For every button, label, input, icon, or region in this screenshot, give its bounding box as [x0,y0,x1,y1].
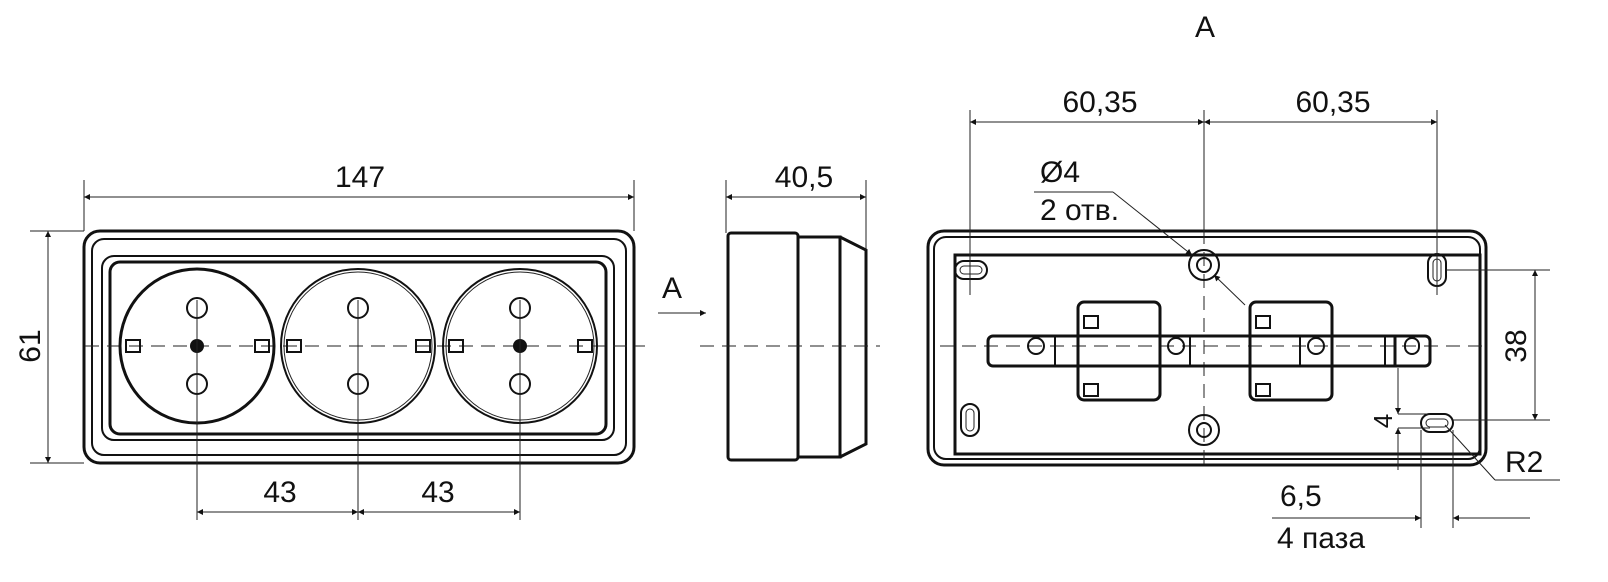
width-dimension: 147 [335,161,385,194]
back-view: A 60,35 60,35 Ø4 2 отв. [926,11,1560,555]
slot-spacing-dimension: 38 [1500,329,1533,362]
slot-width-dimension: 4 [1368,414,1398,428]
depth-dimension: 40,5 [775,161,833,194]
hole-diameter-label: Ø4 [1040,156,1080,189]
view-arrow-label: A [662,272,682,305]
slot-count-label: 4 паза [1277,522,1365,555]
hole-count-label: 2 отв. [1040,194,1119,227]
front-view: 147 61 43 43 [14,161,645,520]
socket-spacing-dimension: 43 [421,476,454,509]
hole-spacing-dimension: 60,35 [1295,86,1370,119]
view-title: A [1195,11,1215,44]
height-dimension: 61 [14,329,47,362]
hole-spacing-dimension: 60,35 [1062,86,1137,119]
slot-length-dimension: 6,5 [1280,480,1322,513]
side-view: A 40,5 [658,161,880,462]
slot-radius-label: R2 [1505,446,1543,479]
socket-spacing-dimension: 43 [263,476,296,509]
